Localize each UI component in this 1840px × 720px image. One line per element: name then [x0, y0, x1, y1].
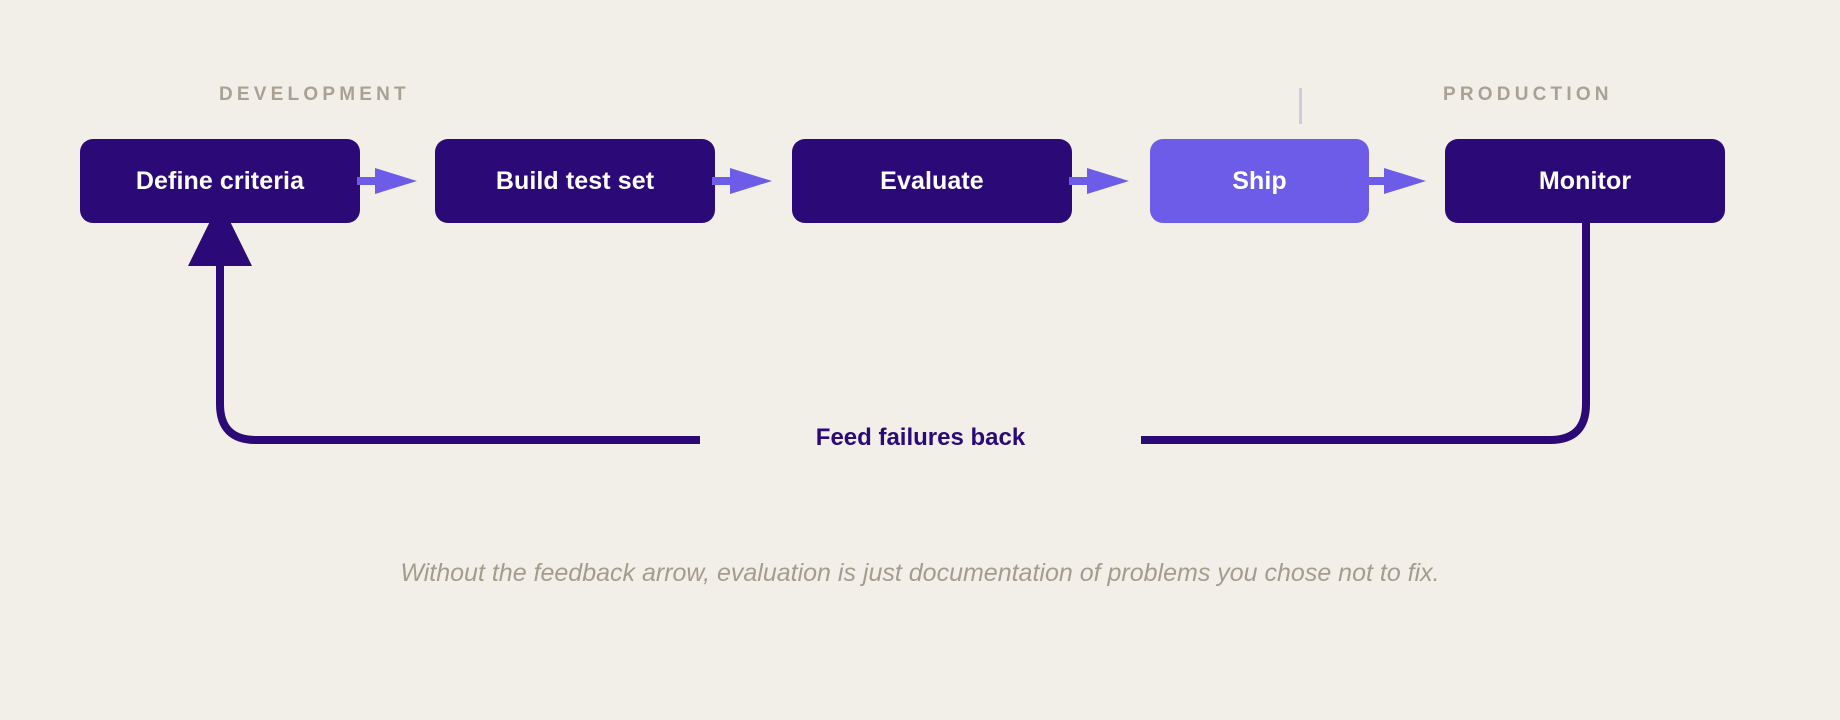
stage-label: Build test set: [495, 166, 655, 195]
diagram-caption: Without the feedback arrow, evaluation i…: [400, 559, 1440, 587]
section-label-production: PRODUCTION: [1443, 84, 1613, 105]
arrow-right-icon: [1366, 168, 1436, 194]
stage-box-ship[interactable]: Ship: [1150, 139, 1369, 223]
arrow-right-icon: [1069, 168, 1139, 194]
stage-box-define-criteria[interactable]: Define criteria: [80, 139, 360, 223]
stage-label: Ship: [1232, 166, 1287, 195]
stage-box-evaluate[interactable]: Evaluate: [792, 139, 1072, 223]
stage-label: Monitor: [1538, 166, 1632, 195]
arrow-right-icon: [712, 168, 782, 194]
section-label-development: DEVELOPMENT: [219, 84, 410, 105]
stage-label: Define criteria: [135, 166, 305, 195]
stage-box-monitor[interactable]: Monitor: [1445, 139, 1725, 223]
stage-label: Evaluate: [880, 166, 984, 195]
arrow-right-icon: [357, 168, 427, 194]
stage-box-build-test-set[interactable]: Build test set: [435, 139, 715, 223]
feedback-loop-label: Feed failures back: [815, 424, 1026, 451]
phase-divider: [1299, 88, 1302, 124]
